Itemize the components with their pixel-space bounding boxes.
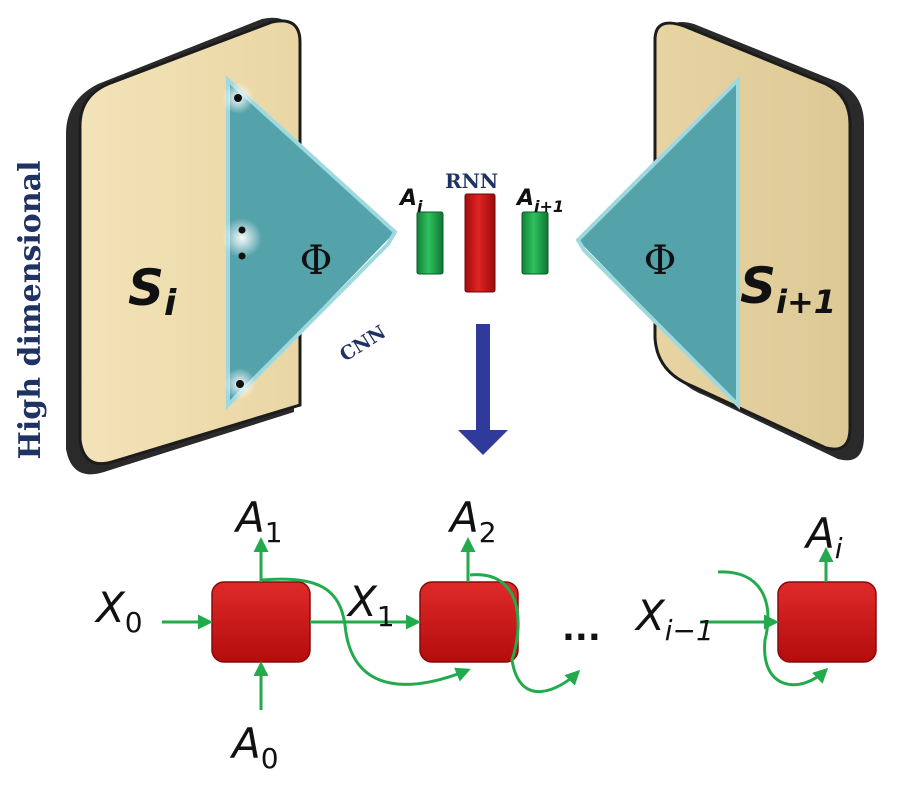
rnn-cell-i bbox=[777, 581, 877, 663]
action-i1-label: Ai+1 bbox=[515, 186, 564, 216]
output-a1-label: A1 bbox=[233, 493, 283, 549]
rnn-bar bbox=[464, 193, 496, 293]
left-cnn-triangle bbox=[226, 75, 398, 410]
state-left-label: Si bbox=[128, 259, 177, 324]
left-triangle-dots bbox=[222, 82, 262, 400]
action-i-bar bbox=[416, 211, 444, 275]
rnn-cell-1 bbox=[211, 581, 311, 663]
output-ai-label: Ai bbox=[803, 509, 843, 565]
phi-right-label: Φ bbox=[644, 238, 677, 284]
rnn-cell-2 bbox=[419, 581, 519, 663]
down-arrow bbox=[458, 324, 508, 455]
action-i1-bar bbox=[521, 211, 549, 275]
phi-left-label: Φ bbox=[300, 238, 333, 284]
rnn-flow-arrows bbox=[162, 537, 834, 710]
action-i-label: Ai bbox=[398, 186, 423, 216]
cnn-label: CNN bbox=[336, 321, 390, 366]
input-x1-label: X1 bbox=[346, 577, 395, 633]
output-a2-label: A2 bbox=[447, 493, 497, 549]
chain-ellipsis: ... bbox=[562, 609, 601, 649]
input-x0-label: X0 bbox=[94, 583, 143, 639]
rnn-label: RNN bbox=[445, 169, 498, 193]
state-right-label: Si+1 bbox=[740, 257, 836, 321]
side-label: High dimensional bbox=[13, 161, 48, 460]
right-cnn-triangle bbox=[575, 75, 740, 410]
input-xi-label: Xi−1 bbox=[634, 591, 714, 647]
initial-a0-label: A0 bbox=[229, 719, 279, 775]
